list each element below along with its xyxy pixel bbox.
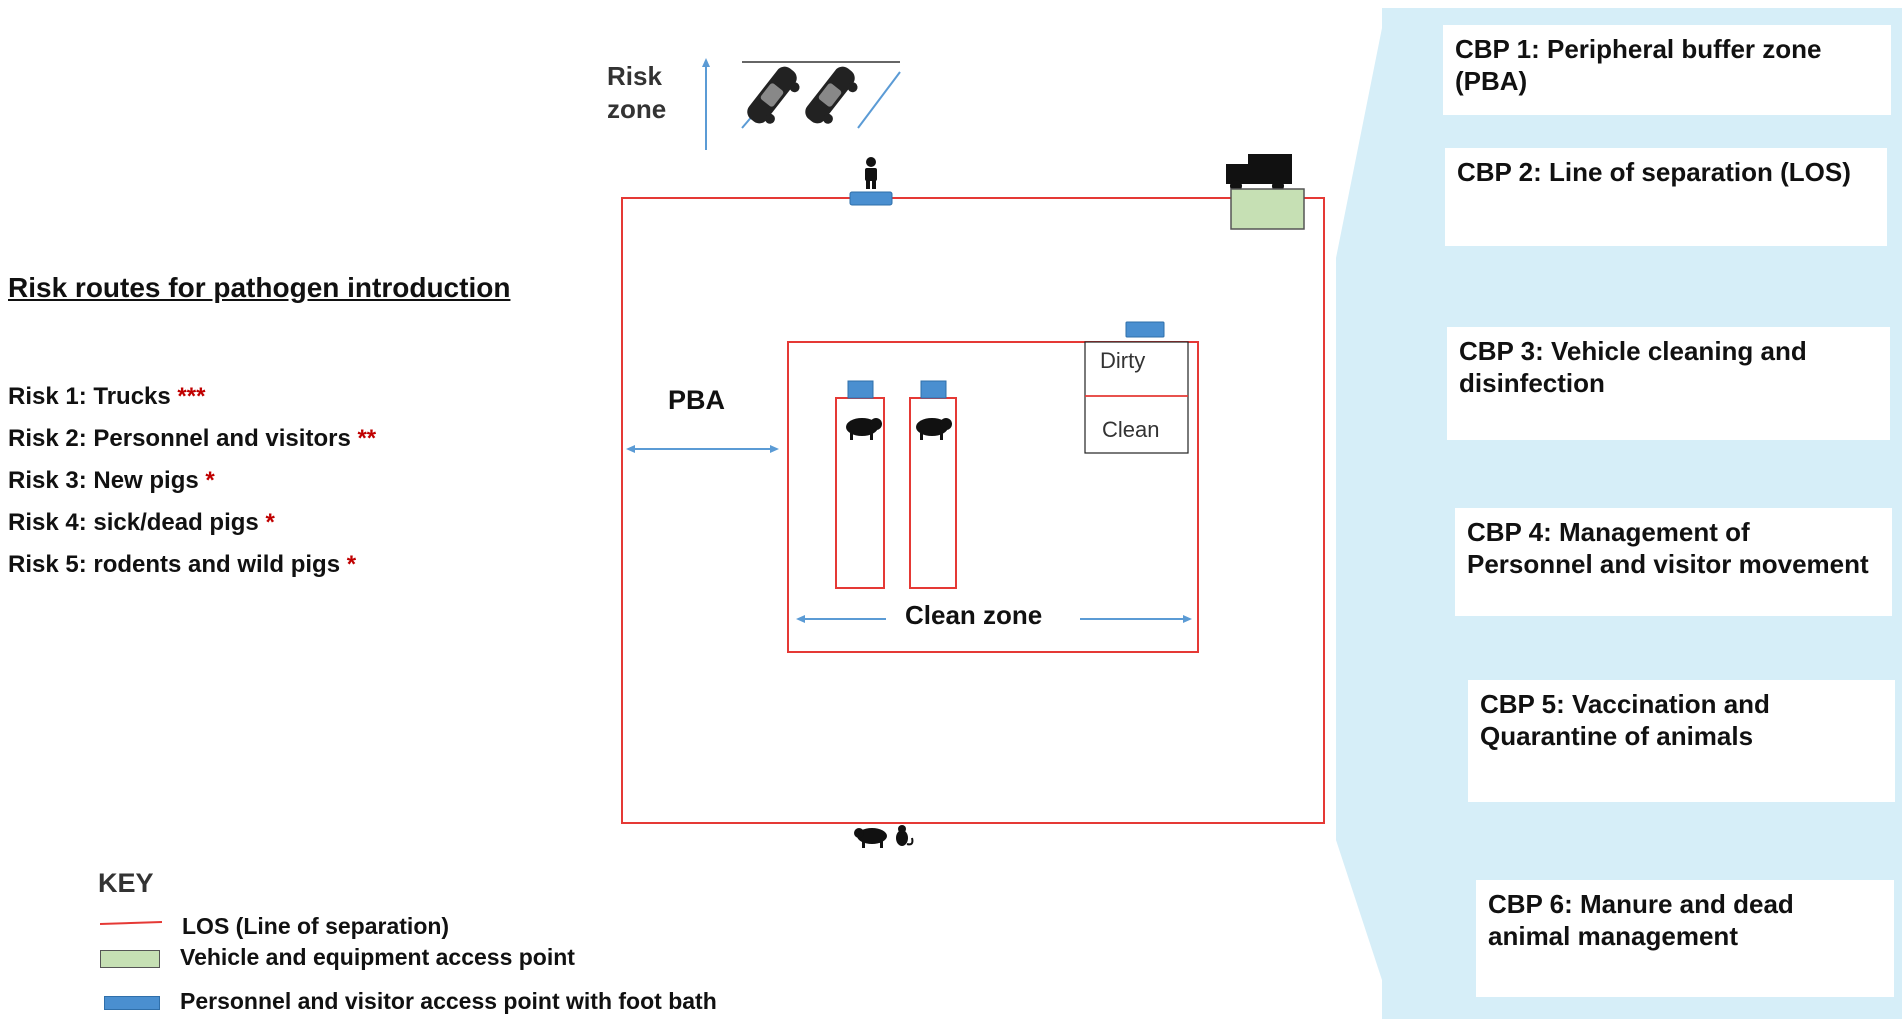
risk-zone-line-1: Risk (607, 61, 662, 91)
key-vehicle-swatch (100, 950, 160, 968)
risk-label: Risk 1: Trucks (8, 383, 171, 410)
car-icon (805, 66, 858, 124)
risk-label: Risk 5: rodents and wild pigs (8, 551, 341, 578)
risk-item-new-pigs: Risk 3: New pigs * (8, 460, 376, 502)
foot-bath-barn-1 (847, 380, 874, 399)
outer-line-of-separation (621, 197, 1325, 824)
changeroom (1084, 341, 1189, 454)
risk-item-sick-pigs: Risk 4: sick/dead pigs * (8, 502, 376, 544)
truck-icon (1226, 154, 1292, 192)
risk-stars: *** (177, 383, 206, 410)
clean-zone-label: Clean zone (905, 600, 1043, 630)
risk-label: Risk 4: sick/dead pigs (8, 509, 259, 536)
cbp-5-box: CBP 5: Vaccination and Quarantine of ani… (1468, 680, 1895, 802)
risk-stars: * (346, 551, 357, 578)
dirty-label: Dirty (1100, 348, 1146, 373)
person-icon (865, 157, 877, 189)
foot-bath-barn-2 (920, 380, 947, 399)
key-footbath-swatch (104, 996, 160, 1010)
pba-label: PBA (668, 385, 726, 415)
risk-zone-label: Risk zone (607, 60, 666, 126)
key-label-footbath: Personnel and visitor access point with … (180, 988, 717, 1014)
rodent-icon (896, 825, 914, 846)
risk-stars: * (265, 509, 275, 536)
cbp-4-box: CBP 4: Management of Personnel and visit… (1455, 508, 1892, 616)
vehicle-access-point (1230, 188, 1305, 230)
risk-item-rodents: Risk 5: rodents and wild pigs * (8, 544, 376, 586)
risk-zone-line-2: zone (607, 94, 667, 124)
clean-label: Clean (1102, 417, 1160, 442)
risk-item-personnel: Risk 2: Personnel and visitors ** (8, 418, 376, 460)
cbp-3-box: CBP 3: Vehicle cleaning and disinfection (1447, 327, 1890, 440)
pig-icon (854, 828, 887, 848)
foot-bath-changeroom (1125, 321, 1165, 338)
key-title: KEY (98, 868, 154, 898)
pig-icon (846, 418, 882, 440)
cbp-2-box: CBP 2: Line of separation (LOS) (1445, 148, 1887, 246)
cbp-6-box: CBP 6: Manure and dead animal management (1476, 880, 1894, 997)
risk-item-trucks: Risk 1: Trucks *** (8, 376, 376, 418)
cbp-callout-wedge (1336, 28, 1382, 980)
risk-stars: ** (357, 425, 377, 452)
risk-routes-title: Risk routes for pathogen introduction (8, 272, 511, 303)
key-label-los: LOS (Line of separation) (182, 913, 450, 939)
pig-icon (916, 418, 952, 440)
clean-zone-boundary (787, 341, 1199, 653)
risk-label: Risk 2: Personnel and visitors (8, 425, 351, 452)
foot-bath-access-top (849, 191, 893, 206)
risk-routes-list: Risk 1: Trucks *** Risk 2: Personnel and… (8, 376, 376, 586)
cbp-1-box: CBP 1: Peripheral buffer zone (PBA) (1443, 25, 1891, 115)
car-icon (747, 66, 800, 124)
risk-label: Risk 3: New pigs (8, 467, 199, 494)
key-los-swatch (100, 921, 163, 925)
key-label-vehicle: Vehicle and equipment access point (180, 944, 575, 970)
risk-stars: * (205, 467, 215, 494)
